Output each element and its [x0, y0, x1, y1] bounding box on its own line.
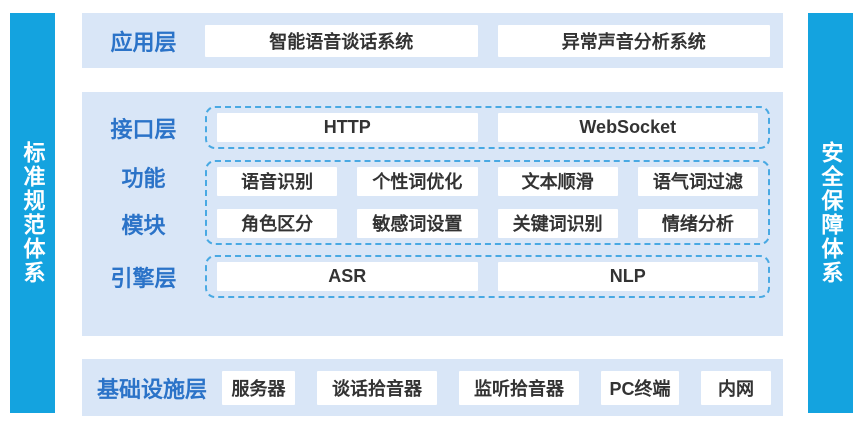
infrastructure-layer-label: 基础设施层	[96, 376, 207, 402]
standards-system-pillar: 标准规范体系	[10, 13, 55, 413]
standards-system-label: 标准规范体系	[20, 141, 46, 285]
application-layer-label: 应用层	[110, 29, 177, 55]
box-websocket: WebSocket	[497, 113, 758, 142]
function-module-row: 功能 模块 语音识别 个性词优化 文本顺滑 语气词过滤 角色区分 敏感词设置 关…	[82, 155, 783, 249]
application-layer-boxes: 智能语音谈话系统 异常声音分析系统	[205, 24, 770, 57]
engine-layer-group: ASR NLP	[205, 255, 770, 298]
interface-layer-group: HTTP WebSocket	[205, 106, 770, 149]
box-asr: ASR	[217, 262, 478, 291]
function-module-label: 功能 模块	[82, 155, 205, 249]
box-text-smoothing: 文本顺滑	[497, 166, 618, 196]
box-http: HTTP	[217, 113, 478, 142]
box-server: 服务器	[222, 370, 295, 405]
security-system-label: 安全保障体系	[818, 141, 844, 285]
box-modal-word-filtering: 语气词过滤	[637, 166, 758, 196]
function-module-label-line2: 模块	[121, 213, 166, 238]
engine-layer-label: 引擎层	[110, 265, 177, 291]
function-module-row-2: 角色区分 敏感词设置 关键词识别 情绪分析	[217, 208, 758, 238]
infrastructure-layer-boxes: 服务器 谈话拾音器 监听拾音器 PC终端 内网	[222, 370, 771, 405]
architecture-diagram: 应用层 智能语音谈话系统 异常声音分析系统 接口层 HTTP WebSocket…	[82, 13, 783, 416]
box-keyword-recognition: 关键词识别	[497, 208, 618, 238]
box-intelligent-voice-talk-system: 智能语音谈话系统	[205, 24, 478, 57]
application-layer-panel: 应用层 智能语音谈话系统 异常声音分析系统	[82, 13, 783, 68]
box-role-distinction: 角色区分	[217, 208, 338, 238]
box-monitor-microphone: 监听拾音器	[459, 370, 579, 405]
box-speech-recognition: 语音识别	[217, 166, 338, 196]
box-talk-microphone: 谈话拾音器	[317, 370, 437, 405]
box-sensitive-word-setting: 敏感词设置	[357, 208, 478, 238]
box-abnormal-sound-analysis-system: 异常声音分析系统	[497, 24, 770, 57]
function-module-label-line1: 功能	[121, 166, 166, 191]
box-pc-terminal: PC终端	[601, 370, 679, 405]
box-nlp: NLP	[497, 262, 758, 291]
engine-layer-row: 引擎层 ASR NLP	[82, 255, 783, 298]
infrastructure-layer-panel: 基础设施层 服务器 谈话拾音器 监听拾音器 PC终端 内网	[82, 359, 783, 416]
security-system-pillar: 安全保障体系	[808, 13, 853, 413]
interface-layer-row: 接口层 HTTP WebSocket	[82, 106, 783, 149]
platform-layers-panel: 接口层 HTTP WebSocket 功能 模块 语音识别 个性词优化 文本顺滑…	[82, 92, 783, 336]
function-module-group: 语音识别 个性词优化 文本顺滑 语气词过滤 角色区分 敏感词设置 关键词识别 情…	[205, 159, 770, 245]
box-intranet: 内网	[701, 370, 771, 405]
function-module-row-1: 语音识别 个性词优化 文本顺滑 语气词过滤	[217, 166, 758, 196]
box-personal-word-optimization: 个性词优化	[357, 166, 478, 196]
interface-layer-label: 接口层	[110, 116, 177, 142]
box-emotion-analysis: 情绪分析	[637, 208, 758, 238]
